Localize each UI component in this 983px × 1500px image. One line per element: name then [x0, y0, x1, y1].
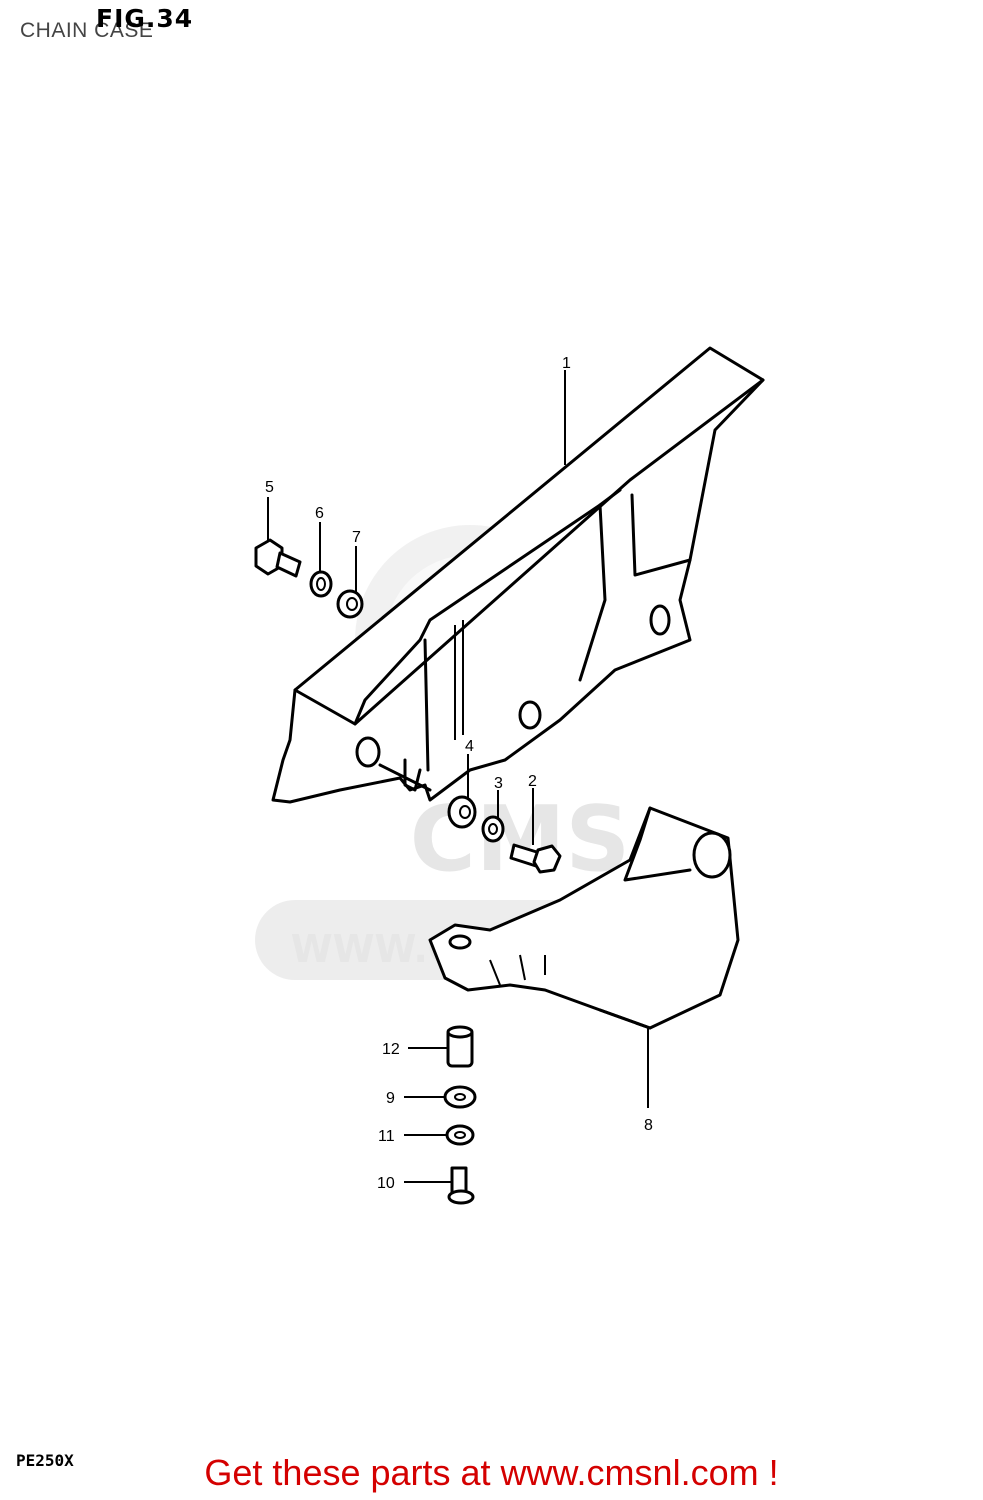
callout-3: 3 [494, 775, 503, 792]
callout-7: 7 [352, 529, 361, 546]
part-8-chain-guard [428, 806, 740, 1030]
part-5-bolt [254, 538, 302, 578]
part-11-lock-washer [445, 1124, 475, 1146]
callout-4: 4 [465, 738, 474, 755]
part-6-lock-washer [309, 570, 333, 598]
leader-lines [267, 370, 649, 1183]
diagram-subtitle: CHAIN CASE [20, 19, 154, 42]
model-code: PE250X [16, 1451, 74, 1470]
callout-11: 11 [378, 1128, 395, 1145]
part-3-lock-washer [481, 815, 505, 843]
callout-2: 2 [528, 773, 537, 790]
figure-title: FIG.34 [96, 4, 194, 33]
callout-10: 10 [377, 1175, 395, 1192]
callout-1: 1 [562, 355, 571, 372]
part-10-screw [447, 1166, 475, 1205]
part-9-washer [443, 1085, 477, 1109]
callout-12: 12 [382, 1041, 400, 1058]
part-12-collar [446, 1025, 474, 1068]
callout-5: 5 [265, 479, 274, 496]
part-4-washer [447, 795, 477, 829]
callout-8: 8 [644, 1117, 653, 1134]
part-7-washer [336, 589, 364, 619]
watermark-logo: CMS [410, 787, 630, 892]
part-1-chain-case [271, 346, 765, 804]
callout-6: 6 [315, 505, 324, 522]
footer-banner[interactable]: Get these parts at www.cmsnl.com ! [204, 1452, 779, 1493]
callout-labels: 5 6 7 1 4 3 2 8 12 9 11 10 [265, 355, 653, 1192]
part-2-bolt [509, 843, 562, 874]
callout-9: 9 [386, 1090, 395, 1107]
